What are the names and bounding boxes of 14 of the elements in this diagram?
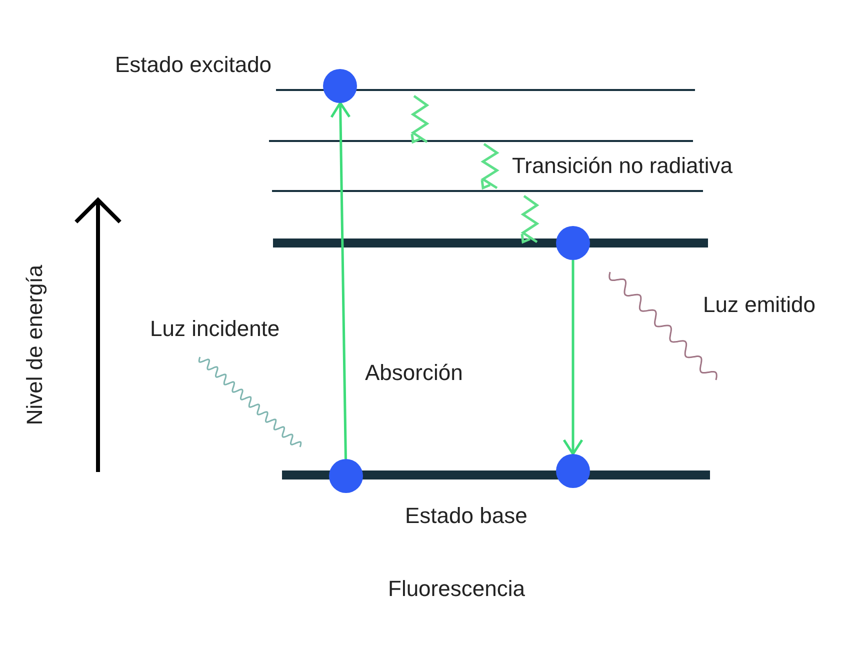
light-label: Luz incidente [150,316,280,342]
light-label: Luz emitido [703,292,816,318]
state-label: Estado base [405,503,528,529]
energy-state-dot [556,454,590,488]
state-label: Estado excitado [115,52,272,78]
energy-state-dot [556,226,590,260]
process-label: Absorción [365,360,463,386]
energy-state-dot [329,459,363,493]
diagram-label: Fluorescencia [388,576,525,602]
axis-label: Nivel de energía [22,264,48,426]
arrow [562,260,584,456]
arrow [330,102,351,460]
process-label: Transición no radiativa [512,153,733,179]
energy-state-dot [323,69,357,103]
